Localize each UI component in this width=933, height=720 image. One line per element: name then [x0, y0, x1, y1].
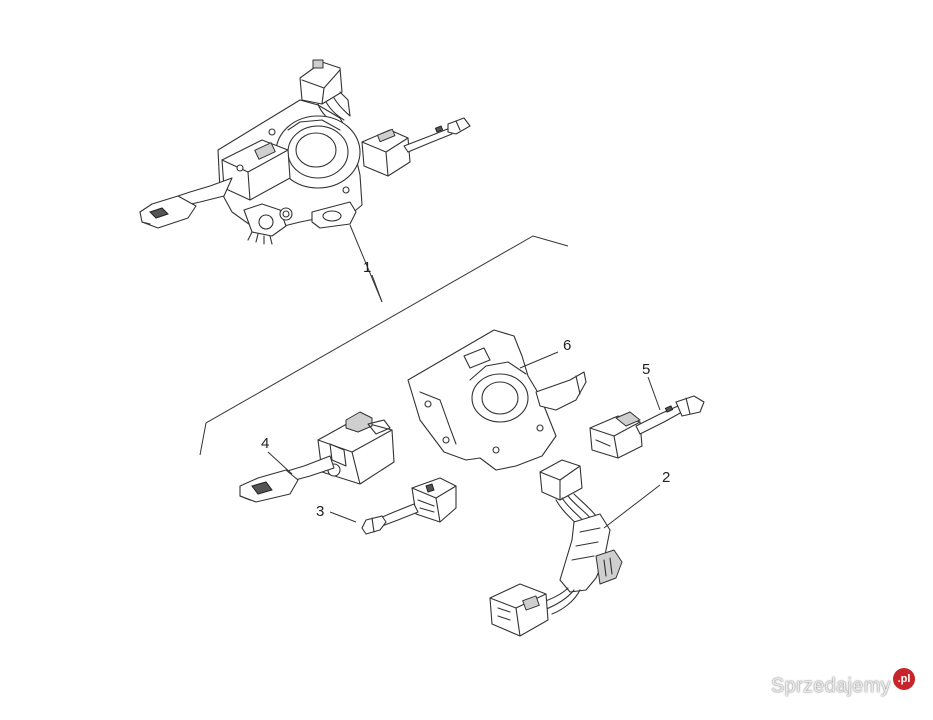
indicator-switch: [239, 411, 395, 503]
callout-3: 3: [316, 503, 324, 520]
combination-switch-assembly: [139, 59, 471, 245]
small-switch: [361, 477, 457, 535]
callout-1: 1: [363, 259, 371, 276]
watermark-text: Sprzedajemy: [770, 675, 891, 697]
callout-5: 5: [642, 361, 650, 378]
group-bracket: [199, 224, 569, 456]
watermark-badge: .pl: [893, 668, 915, 690]
callout-4: 4: [261, 435, 269, 452]
callout-6: 6: [563, 337, 571, 354]
callout-leaders: [267, 274, 661, 529]
mounting-plate: [407, 329, 587, 471]
callout-2: 2: [662, 469, 670, 486]
wiring-harness: [489, 459, 623, 637]
wiper-switch: [589, 395, 705, 459]
